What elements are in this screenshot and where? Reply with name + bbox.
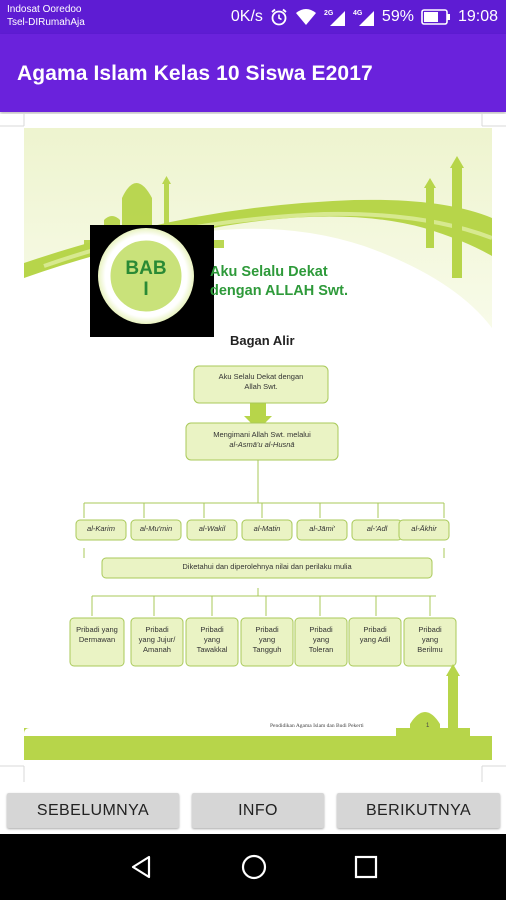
name-box: al-Karim	[87, 524, 115, 533]
trait-line: Dermawan	[78, 635, 116, 644]
chapter-title: Aku Selalu Dekat dengan ALLAH Swt.	[210, 263, 348, 301]
clock: 19:08	[457, 8, 498, 25]
trait-line: yang	[312, 635, 330, 644]
page-number: 1	[426, 723, 430, 729]
minaret-right	[424, 156, 464, 278]
name-box: al-Wakil	[198, 524, 226, 533]
app-title: Agama Islam Kelas 10 Siswa E2017	[17, 62, 373, 85]
trait-line: yang	[258, 635, 276, 644]
name-box: al-Ākhir	[411, 524, 437, 533]
trait-box: Pribadi yang Toleran	[295, 625, 347, 655]
trait-line: Pribadi yang	[76, 625, 118, 634]
document-viewer[interactable]: BAB I Aku Selalu Dekat dengan ALLAH Swt.…	[0, 114, 506, 782]
status-icons: 0K/s 2G 4G 59% 19:08	[231, 6, 498, 28]
battery-icon	[421, 9, 451, 25]
trait-line: Berilmu	[417, 645, 443, 654]
trait-line: Toleran	[308, 645, 334, 654]
battery-percent: 59%	[381, 8, 414, 25]
trait-line: yang Adil	[359, 635, 391, 644]
trait-line: yang Jujur/	[138, 635, 176, 644]
back-icon[interactable]	[128, 854, 154, 880]
trait-box: Pribadi yang Jujur/ Amanah	[131, 625, 183, 655]
recents-icon[interactable]	[354, 855, 378, 879]
flow-connectors	[83, 403, 445, 616]
alarm-icon	[270, 8, 288, 26]
flow-box-2-line2: al-Asmā'u al-Husnā	[229, 440, 295, 449]
asmaul-husna-row: al-Karim al-Mu'min al-Wakil al-Matin al-…	[24, 524, 492, 538]
book-page: BAB I Aku Selalu Dekat dengan ALLAH Swt.…	[24, 128, 492, 760]
home-icon[interactable]	[240, 853, 268, 881]
carrier-sim1: Indosat Ooredoo	[7, 4, 82, 15]
trait-box: Pribadi yang Tangguh	[241, 625, 293, 655]
badge-number: I	[143, 279, 149, 300]
page-art	[24, 128, 492, 760]
svg-text:2G: 2G	[324, 10, 334, 17]
trait-box: Pribadi yang Adil	[349, 625, 401, 645]
previous-button[interactable]: SEBELUMNYA	[7, 793, 179, 828]
footer-mosque	[24, 664, 492, 760]
flow-box-2-line1: Mengimani Allah Swt. melalui	[213, 430, 311, 439]
trait-line: yang	[421, 635, 439, 644]
middle-bar-text: Diketahui dan diperolehnya nilai dan per…	[182, 562, 352, 571]
next-button[interactable]: BERIKUTNYA	[337, 793, 500, 828]
carrier-info: Indosat Ooredoo Tsel-DIRumahAja	[7, 3, 85, 29]
signal-2g-icon: 2G	[324, 8, 346, 26]
flow-box-1-line1: Aku Selalu Dekat dengan	[218, 372, 304, 381]
flow-arrow	[244, 403, 272, 430]
flow-box-2: Mengimani Allah Swt. melalui al-Asmā'u a…	[186, 430, 338, 450]
trait-line: Pribadi	[363, 625, 387, 634]
status-bar: Indosat Ooredoo Tsel-DIRumahAja 0K/s 2G …	[0, 0, 506, 34]
carrier-sim2: Tsel-DIRumahAja	[7, 17, 85, 28]
trait-box: Pribadi yang Dermawan	[70, 625, 124, 645]
name-box: al-'Adl	[366, 524, 388, 533]
traits-row: Pribadi yang Dermawan Pribadi yang Jujur…	[24, 625, 492, 669]
system-nav-bar	[0, 834, 506, 900]
chapter-badge: BAB I	[114, 258, 178, 300]
app-bar: Agama Islam Kelas 10 Siswa E2017	[0, 34, 506, 112]
footer-text: Pendidikan Agama Islam dan Budi Pekerti	[270, 723, 364, 729]
badge-bab: BAB	[125, 258, 167, 279]
trait-box: Pribadi yang Berilmu	[404, 625, 456, 655]
trait-line: Tawakkal	[196, 645, 228, 654]
svg-text:4G: 4G	[353, 10, 363, 17]
trait-line: Pribadi	[309, 625, 333, 634]
flow-box-1: Aku Selalu Dekat dengan Allah Swt.	[194, 372, 328, 392]
viewer-frame	[0, 114, 506, 782]
flow-box-1-line2: Allah Swt.	[244, 382, 278, 391]
chapter-title-line1: Aku Selalu Dekat	[210, 264, 328, 280]
trait-line: Amanah	[143, 645, 171, 654]
trait-line: Pribadi	[418, 625, 442, 634]
trait-line: Pribadi	[200, 625, 224, 634]
chapter-title-line2: dengan ALLAH Swt.	[210, 283, 349, 299]
trait-line: Pribadi	[145, 625, 169, 634]
info-button[interactable]: INFO	[192, 793, 324, 828]
network-speed: 0K/s	[230, 8, 263, 25]
name-box: al-Jāmi'	[309, 524, 335, 533]
navigation-buttons: SEBELUMNYA INFO BERIKUTNYA	[0, 785, 506, 833]
trait-line: Tangguh	[252, 645, 282, 654]
name-box: al-Matin	[253, 524, 281, 533]
trait-line: yang	[203, 635, 221, 644]
section-heading: Bagan Alir	[230, 333, 295, 348]
name-box: al-Mu'min	[139, 524, 173, 533]
trait-box: Pribadi yang Tawakkal	[186, 625, 238, 655]
trait-line: Pribadi	[255, 625, 279, 634]
wifi-icon	[295, 8, 317, 26]
signal-4g-icon: 4G	[353, 8, 375, 26]
